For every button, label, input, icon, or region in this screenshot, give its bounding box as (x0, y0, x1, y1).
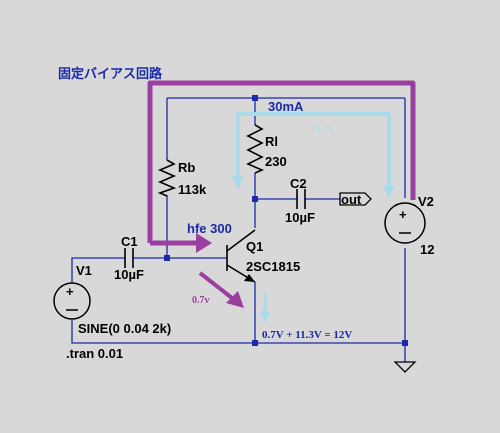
svg-text:+: + (399, 207, 407, 222)
v1-name: V1 (76, 263, 92, 278)
c1-value: 10µF (114, 267, 144, 282)
c1-name: C1 (121, 234, 138, 249)
node-top (252, 95, 258, 101)
cyan-collector-current-path (232, 112, 395, 323)
q1-name: Q1 (246, 239, 263, 254)
vbe-label: 0.7v (192, 295, 210, 306)
rb-value: 113k (178, 182, 207, 197)
source-v1: + (53, 282, 91, 320)
title-label: 固定バイアス回路 (58, 66, 163, 81)
rl-name: Rl (265, 134, 278, 149)
source-v2: + (384, 202, 426, 244)
v2-name: V2 (418, 194, 434, 209)
resistor-rb (157, 159, 177, 197)
capacitor-c2 (296, 189, 306, 209)
svg-text:+: + (66, 284, 74, 299)
current-label: 30mA (268, 99, 304, 114)
c2-value: 10µF (285, 210, 315, 225)
out-label: out (341, 192, 362, 207)
purple-base-current-path (147, 80, 416, 308)
resistor-rl (246, 124, 265, 174)
node-base (164, 255, 170, 261)
q1-model: 2SC1815 (246, 259, 300, 274)
wire-v1-c1 (71, 257, 125, 283)
hfe-label: hfe 300 (187, 221, 232, 236)
node-emitter-gnd (252, 340, 258, 346)
node-v2-gnd (402, 340, 408, 346)
v1-value: SINE(0 0.04 2k) (78, 321, 171, 336)
node-collector (252, 196, 258, 202)
v2-value: 12 (420, 242, 434, 257)
out-port (339, 192, 372, 206)
annotation-11-3v: 11.3v (311, 124, 333, 135)
tran-directive: .tran 0.01 (66, 346, 123, 361)
c2-name: C2 (290, 176, 307, 191)
rl-value: 230 (265, 154, 287, 169)
rb-name: Rb (178, 160, 195, 175)
ground-symbol (393, 361, 417, 373)
capacitor-c1 (124, 248, 134, 268)
transistor-q1 (226, 229, 256, 283)
junction-nodes (164, 95, 408, 346)
equation-label: 0.7V + 11.3V = 12V (262, 329, 352, 341)
wire-ground-rail (71, 320, 406, 362)
